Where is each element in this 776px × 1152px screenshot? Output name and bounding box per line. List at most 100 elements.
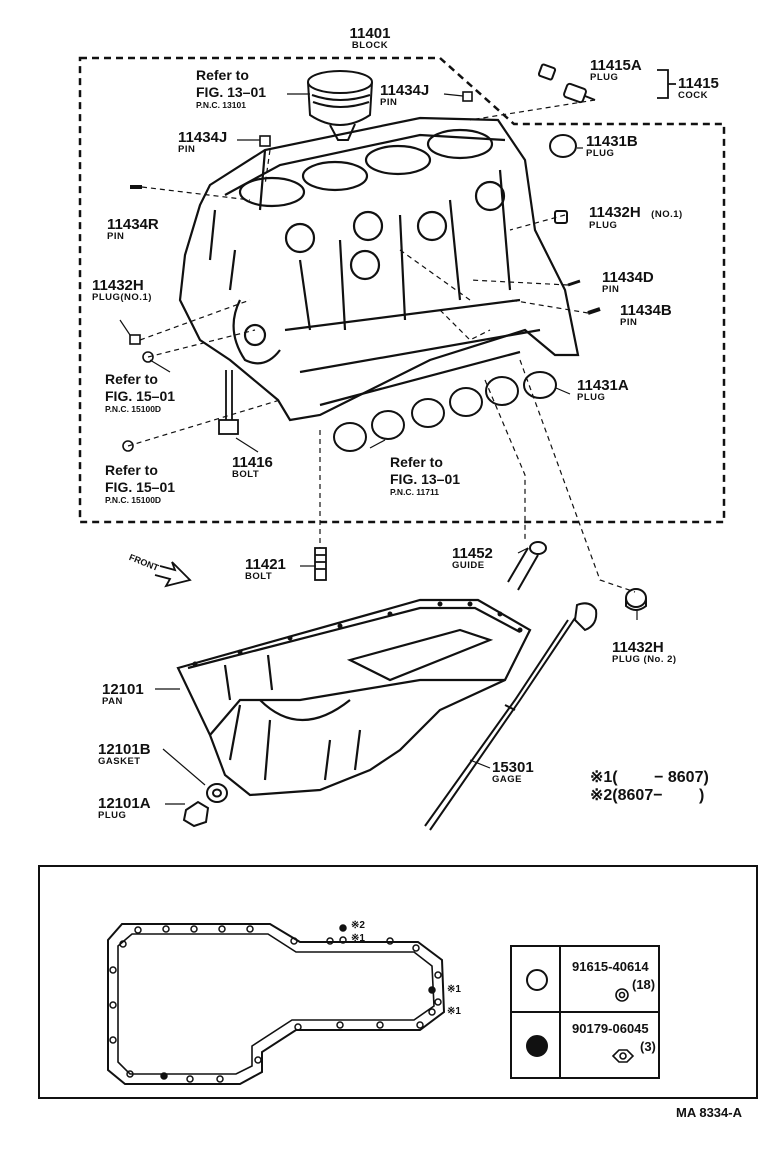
ref-left2: Refer to FIG. 15–01 P.N.C. 15100D xyxy=(105,463,175,505)
pn-pin-11434b: 11434B xyxy=(620,302,672,319)
legend-filled-hole xyxy=(526,1035,548,1057)
name-bolt-11416: BOLT xyxy=(232,469,260,480)
block-assembly-boundary xyxy=(78,56,726,524)
ref-piston: Refer to FIG. 13–01 P.N.C. 13101 xyxy=(196,68,266,110)
label-pin-11434r: 11434R PIN xyxy=(107,217,159,242)
ref-left2-line2: FIG. 15–01 xyxy=(105,479,176,495)
ref-bearings: Refer to FIG. 13–01 P.N.C. 11711 xyxy=(390,455,460,497)
name-plug-12101a: PLUG xyxy=(98,810,127,821)
ref-left1-line2: FIG. 15–01 xyxy=(105,388,176,404)
label-plug-12101a: 12101A PLUG xyxy=(98,796,151,821)
name-pin-11434j-left: PIN xyxy=(178,144,196,155)
pn-cock: 11415 xyxy=(678,75,719,92)
guide-11452-shape xyxy=(507,541,547,591)
label-cock: 11415 COCK xyxy=(678,76,719,101)
pn-pin-11434j-left: 11434J xyxy=(178,129,228,146)
cock-bracket xyxy=(657,69,676,99)
label-plug-11431b: 11431B PLUG xyxy=(586,134,638,159)
legend-bolt-icon xyxy=(615,988,629,1002)
ref-left1-pnc: P.N.C. 15100D xyxy=(105,404,162,414)
gasket-holes xyxy=(109,924,442,1083)
label-pin-11434j-left: 11434J PIN xyxy=(178,130,227,155)
name-plug-11431a: PLUG xyxy=(577,392,606,403)
pn-plug-11431a: 11431A xyxy=(577,377,629,394)
name-plug-11432h-no2: PLUG (No. 2) xyxy=(612,654,677,665)
gasket-mark-1-side-a: ※1 xyxy=(447,984,461,995)
ref-piston-pnc: P.N.C. 13101 xyxy=(196,100,246,110)
pn-guide-11452: 11452 xyxy=(452,545,493,562)
label-guide-11452: 11452 GUIDE xyxy=(452,546,493,571)
legend-stud-icon xyxy=(611,1049,635,1063)
gasket-panel xyxy=(38,865,758,1099)
pn-plug-11415a: 11415A xyxy=(590,57,642,74)
bearing-set xyxy=(333,371,557,452)
name-pin-11434r: PIN xyxy=(107,231,125,242)
pin-11434d-shape xyxy=(567,279,581,287)
note-2: ※2(8607− ) xyxy=(590,787,705,804)
pn-bolt-11421: 11421 xyxy=(245,556,286,573)
label-pin-11434d: 11434D PIN xyxy=(602,270,654,295)
legend-row2-qty: (3) xyxy=(640,1039,656,1054)
ref-piston-line2: FIG. 13–01 xyxy=(196,84,267,100)
front-arrow xyxy=(154,561,192,588)
pn-plug-11431b: 11431B xyxy=(586,133,638,150)
label-gage: 15301 GAGE xyxy=(492,760,534,785)
name-bolt-11421: BOLT xyxy=(245,571,273,582)
pn-gasket: 12101B xyxy=(98,741,151,758)
ref-left2-pnc: P.N.C. 15100D xyxy=(105,495,162,505)
ref-bearings-pnc: P.N.C. 11711 xyxy=(390,487,439,497)
pn-pin-11434d: 11434D xyxy=(602,269,654,286)
pin-11434b-shape xyxy=(587,307,601,315)
label-bolt-11421: 11421 BOLT xyxy=(245,557,286,582)
pn-pan: 12101 xyxy=(102,681,144,698)
drain-plug-shape xyxy=(182,783,228,828)
pn-gage: 15301 xyxy=(492,759,534,776)
left-ring-2 xyxy=(122,440,134,452)
ref-piston-line1: Refer to xyxy=(196,67,249,83)
label-bolt-11416: 11416 BOLT xyxy=(232,455,273,480)
pn-block: 11401 xyxy=(349,25,391,42)
bolt-11421-shape xyxy=(314,547,327,581)
ref-left1-line1: Refer to xyxy=(105,371,158,387)
name-plug-11432h-right: PLUG xyxy=(589,220,618,231)
cylinder-block xyxy=(178,116,580,422)
pan-flange-holes xyxy=(192,601,523,667)
pn-bolt-11416: 11416 xyxy=(232,454,273,471)
name-plug-11415a: PLUG xyxy=(590,72,619,83)
pin-11434j-top-shape xyxy=(462,91,473,102)
label-plug-11415a: 11415A PLUG xyxy=(590,58,642,83)
pn-pin-11434r: 11434R xyxy=(107,216,159,233)
gasket-outline-outer xyxy=(107,923,446,1085)
name-pin-11434d: PIN xyxy=(602,284,620,295)
gasket-outline-inner xyxy=(117,933,435,1075)
label-pin-11434j-top: 11434J PIN xyxy=(380,83,429,108)
plug-11432h-left-shape xyxy=(129,334,141,345)
name-plug-11431b: PLUG xyxy=(586,148,615,159)
dipstick-gage xyxy=(424,602,598,831)
gasket-mark-1-side-b: ※1 xyxy=(447,1006,461,1017)
pin-11434j-left-shape xyxy=(259,135,271,147)
label-plug-11432h-left: 11432H PLUG(NO.1) xyxy=(92,278,152,303)
ref-bearings-line2: FIG. 13–01 xyxy=(390,471,461,487)
oil-pan xyxy=(176,598,532,797)
name-plug-11432h-left: PLUG(NO.1) xyxy=(92,292,152,303)
legend-open-hole xyxy=(526,969,548,991)
label-plug-11431a: 11431A PLUG xyxy=(577,378,629,403)
name-pin-11434b: PIN xyxy=(620,317,638,328)
label-gasket: 12101B GASKET xyxy=(98,742,151,767)
label-pan: 12101 PAN xyxy=(102,682,144,707)
label-pin-11434b: 11434B PIN xyxy=(620,303,672,328)
label-plug-11432h-no2: 11432H PLUG (No. 2) xyxy=(612,640,677,665)
ref-left2-line1: Refer to xyxy=(105,462,158,478)
label-block: 11401 BLOCK xyxy=(330,26,410,51)
ref-left1: Refer to FIG. 15–01 P.N.C. 15100D xyxy=(105,372,175,414)
note-1: ※1( − 8607) xyxy=(590,769,709,786)
note-plug-11432h-right: (NO.1) xyxy=(651,209,683,220)
gasket-mark-2: ※2 xyxy=(351,920,365,931)
ref-bearings-line1: Refer to xyxy=(390,454,443,470)
pn-plug-11432h-right: 11432H xyxy=(589,204,641,221)
applicability-notes: ※1( − 8607) ※2(8607− ) xyxy=(590,770,709,804)
bolt-11416-shape xyxy=(218,370,239,435)
name-gasket: GASKET xyxy=(98,756,141,767)
